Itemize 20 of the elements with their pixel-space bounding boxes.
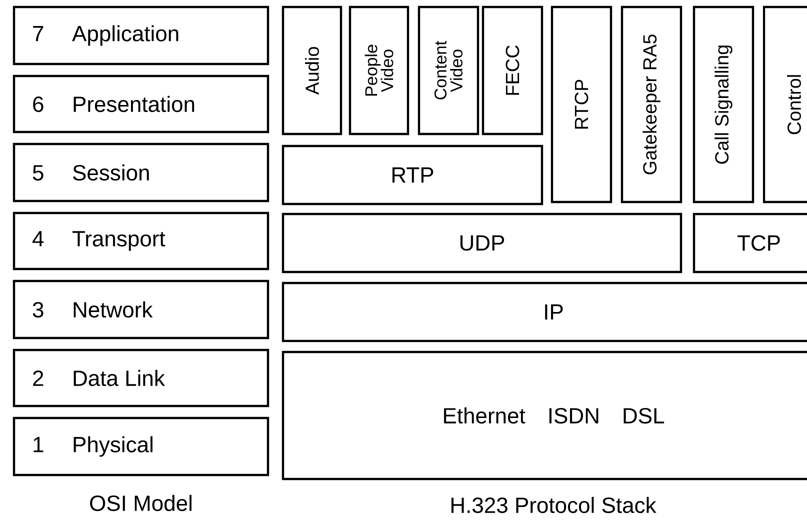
protocol-box: IP [282,282,807,342]
layer-box: 3 Network [12,280,270,340]
layer-box: 7 Application [12,6,270,66]
layer-box: 6 Presentation [12,74,270,134]
protocol-box: Control [762,6,807,204]
protocol-box: RTCP [550,6,612,204]
protocol-box: People Video [348,6,410,136]
layer-box: 4 Transport [12,212,270,270]
protocol-box: UDP [282,212,682,274]
protocol-box: RTP [282,144,544,206]
protocol-box: TCP [692,212,807,274]
protocol-box: Gatekeeper RA5 [620,6,682,204]
protocol-box: FECC [482,6,544,136]
protocol-box: Content Video [418,6,480,136]
protocol-box: Ethernet ISDN DSL [282,350,807,480]
layer-box: 5 Session [12,142,270,202]
layer-box: 2 Data Link [12,348,270,408]
protocol-box: Audio [282,6,342,136]
protocol-box: Call Signalling [692,6,754,204]
layer-box: 1 Physical [12,416,270,476]
